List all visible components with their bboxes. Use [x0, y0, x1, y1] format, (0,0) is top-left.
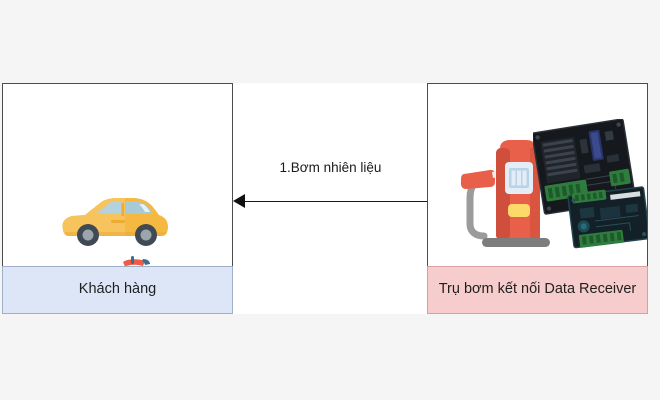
message-1[interactable]: 1.Bơm nhiên liệu: [233, 160, 428, 215]
actor-pump[interactable]: Trụ bơm kết nối Data Receiver: [427, 83, 648, 314]
actor-pump-body: [427, 83, 648, 266]
actor-pump-label: Trụ bơm kết nối Data Receiver: [427, 266, 648, 314]
fuel-pump-icon: [461, 140, 550, 247]
actor-customer-body: [2, 83, 233, 266]
arrow-head-icon: [233, 194, 245, 208]
message-1-line: [242, 200, 428, 203]
message-1-label: 1.Bơm nhiên liệu: [279, 160, 382, 175]
scooter-icon: [123, 256, 150, 266]
car-icon: [62, 198, 168, 246]
actor-customer[interactable]: Khách hàng: [2, 83, 233, 314]
actor-customer-label: Khách hàng: [2, 266, 233, 314]
circuit-board-icon: [533, 119, 647, 249]
